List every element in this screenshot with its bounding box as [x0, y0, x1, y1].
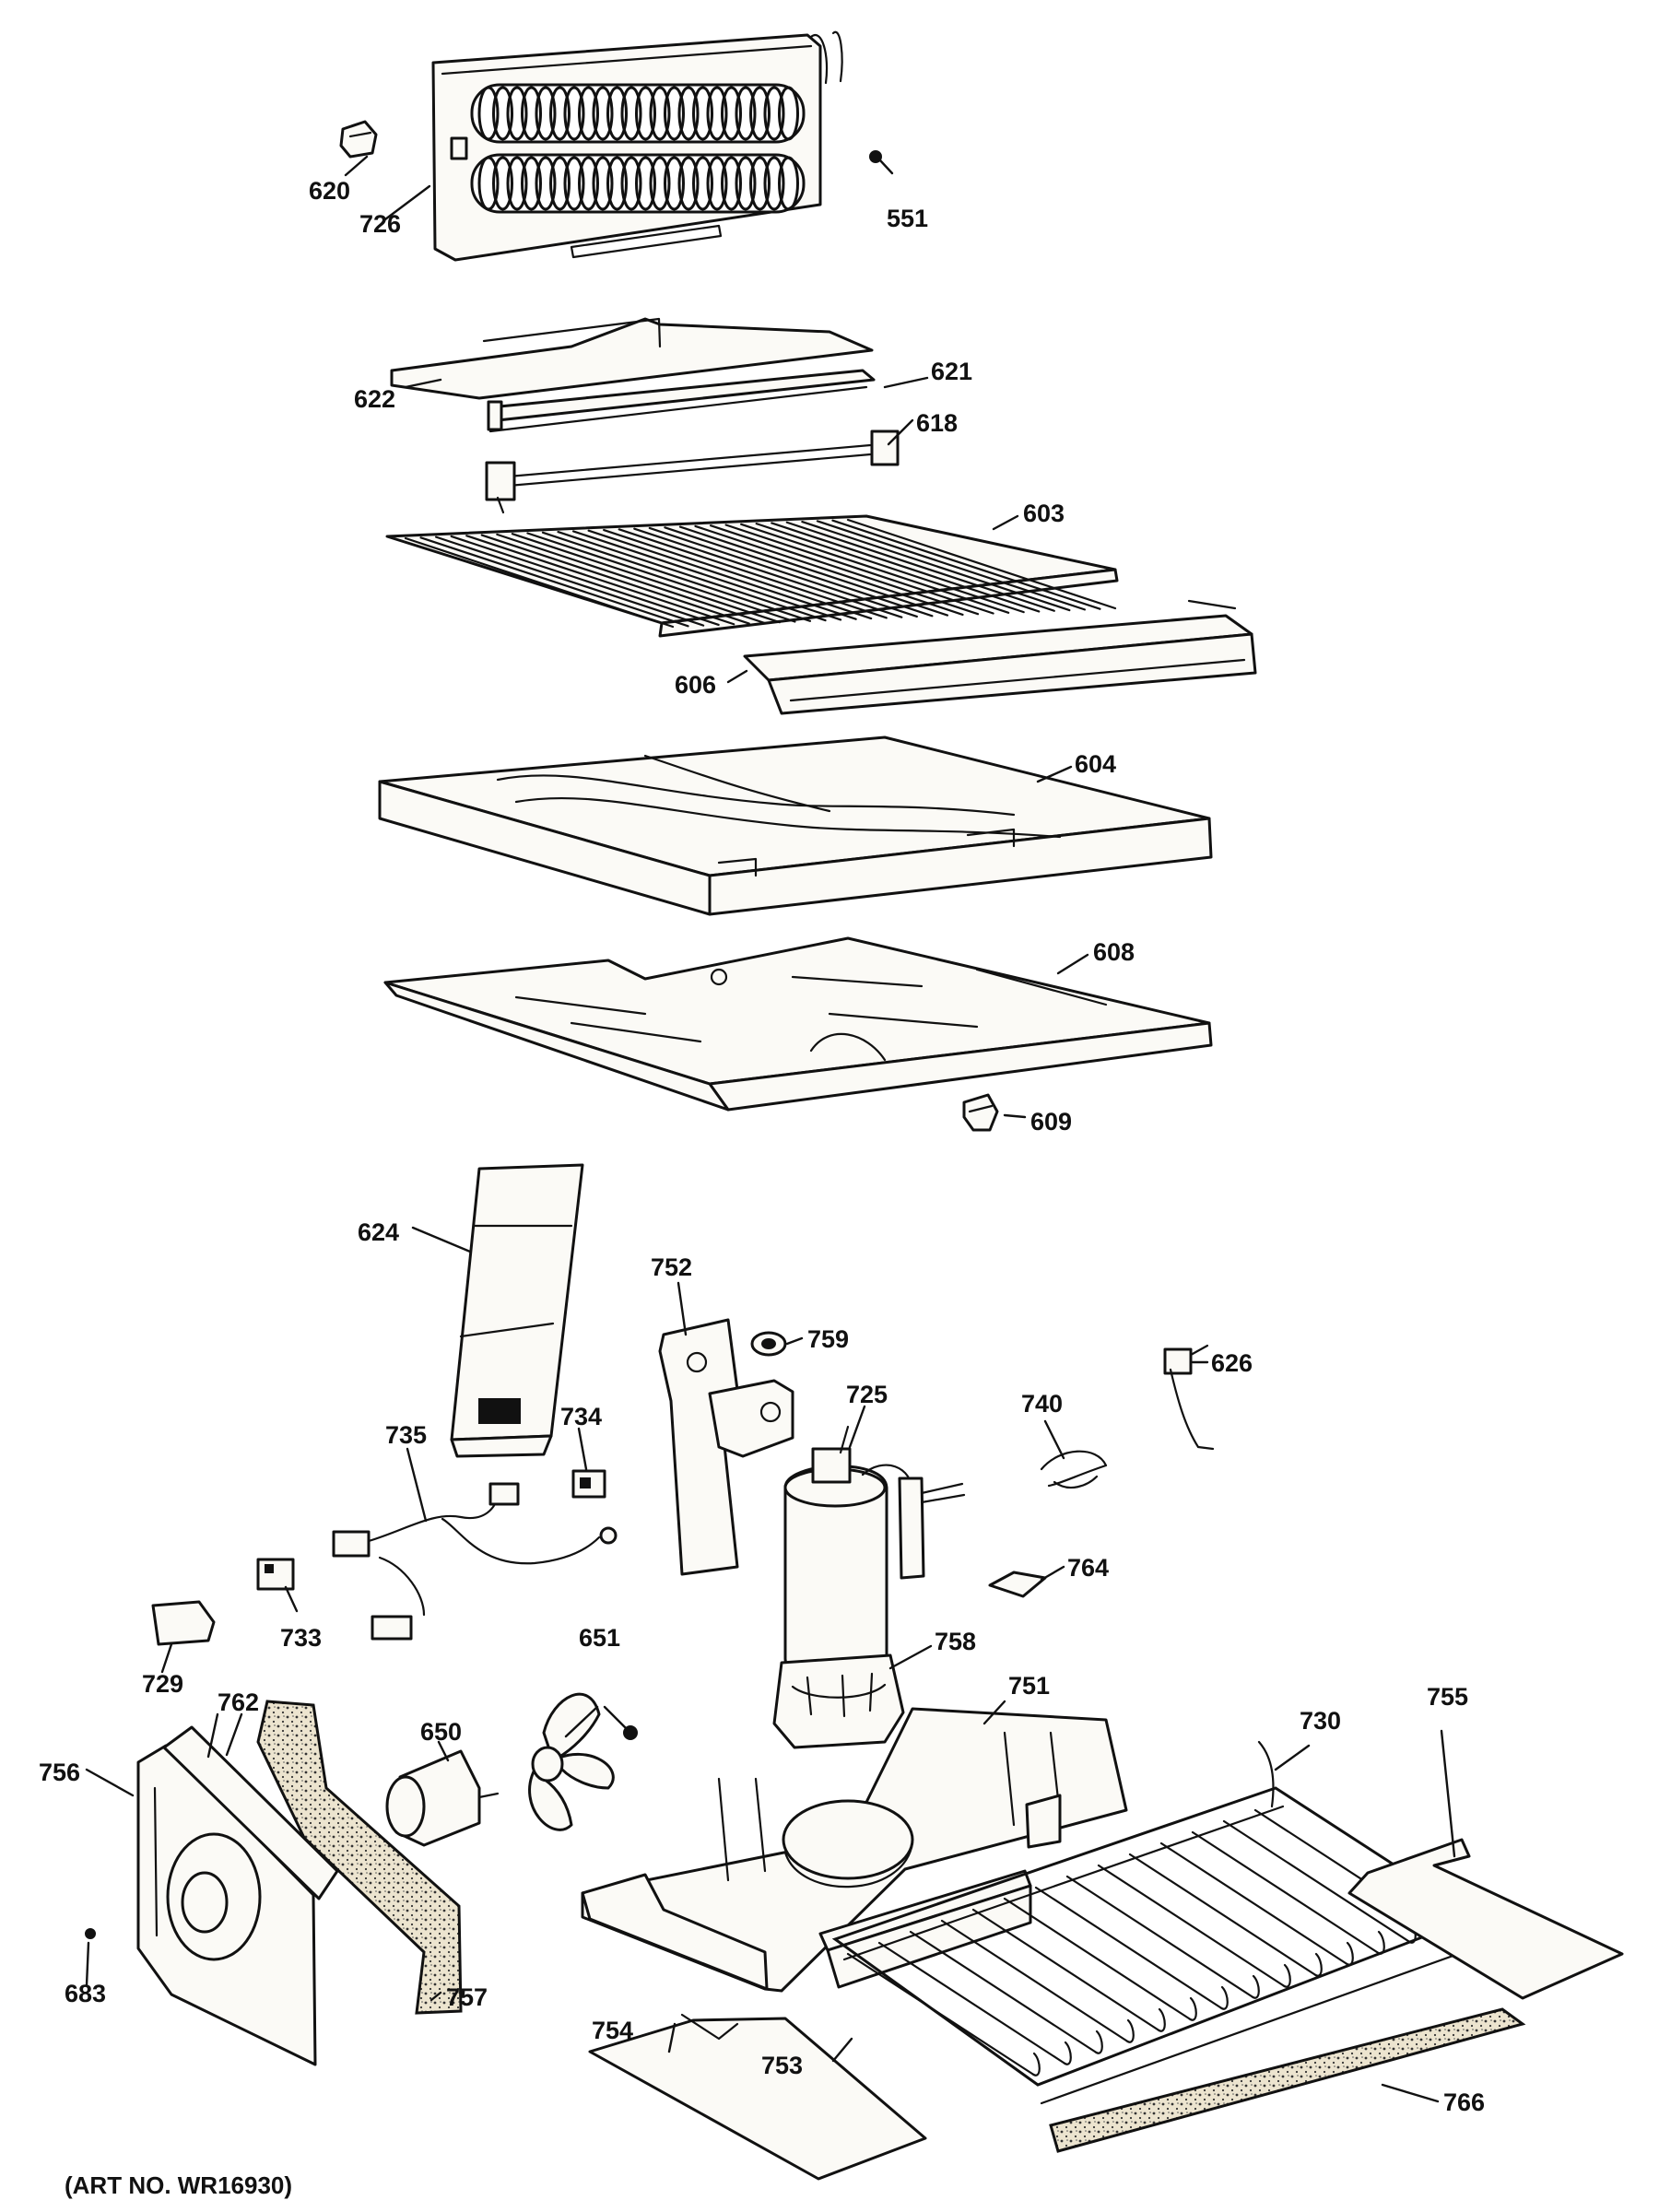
label-762: 762 [218, 1688, 259, 1716]
label-618: 618 [916, 409, 958, 437]
label-756: 756 [39, 1759, 80, 1786]
label-551: 551 [887, 205, 928, 232]
label-758: 758 [935, 1628, 976, 1655]
label-757: 757 [446, 1983, 488, 2011]
label-754: 754 [592, 2017, 633, 2044]
label-725: 725 [846, 1381, 888, 1408]
evaporator-coil-726 [431, 30, 843, 262]
defrost-heater-618 [485, 429, 900, 514]
pad-755 [1347, 1838, 1624, 2000]
label-621: 621 [931, 358, 972, 385]
base-pan-751 [581, 1707, 1128, 1993]
grommet-759 [750, 1331, 787, 1357]
label-624: 624 [358, 1218, 399, 1246]
label-606: 606 [675, 671, 716, 699]
label-620: 620 [309, 177, 350, 205]
grille-603 [385, 514, 1119, 638]
power-cord-626 [1163, 1344, 1215, 1451]
fastener-609 [962, 1093, 999, 1132]
fan-shroud-756 [136, 1744, 317, 2066]
label-626: 626 [1211, 1349, 1253, 1377]
air-duct-624 [450, 1163, 584, 1458]
label-733: 733 [280, 1624, 322, 1652]
cover-plate-622 [390, 317, 874, 400]
clip-740 [1040, 1450, 1108, 1489]
fan-blade-651 [528, 1692, 638, 1831]
bottom-pan-608 [383, 936, 1213, 1112]
label-608: 608 [1093, 938, 1135, 966]
label-753: 753 [761, 2052, 803, 2079]
label-730: 730 [1300, 1707, 1341, 1735]
front-trim-606 [743, 599, 1257, 715]
screw-683 [85, 1928, 96, 1939]
switch-733 [256, 1558, 295, 1591]
bracket-621 [487, 369, 876, 433]
label-726: 726 [359, 210, 401, 238]
label-734: 734 [560, 1403, 602, 1430]
label-759: 759 [807, 1325, 849, 1353]
label-729: 729 [142, 1670, 183, 1698]
compressor-725 [783, 1425, 966, 1677]
label-609: 609 [1030, 1108, 1072, 1135]
bracket-764 [988, 1571, 1047, 1598]
art-number: (ART NO. WR16930) [65, 2171, 292, 2199]
compressor-bracket-752 [658, 1318, 794, 1576]
label-755: 755 [1427, 1683, 1468, 1711]
label-751: 751 [1008, 1672, 1050, 1700]
grommet-620 [339, 120, 378, 159]
label-740: 740 [1021, 1390, 1063, 1418]
compressor-base-758 [772, 1653, 905, 1749]
insulation-766 [1049, 2007, 1526, 2153]
label-764: 764 [1067, 1554, 1109, 1582]
callout-labels: 620 726 551 622 621 618 603 606 604 608 … [39, 177, 1485, 2199]
divider-pan-604 [378, 735, 1213, 916]
connector-734 [571, 1469, 606, 1499]
wire-harness-735 [332, 1482, 618, 1641]
label-735: 735 [385, 1421, 427, 1449]
pad-754 [588, 2013, 927, 2181]
screw-551 [869, 150, 894, 175]
label-650: 650 [420, 1718, 462, 1746]
label-604: 604 [1075, 750, 1116, 778]
capacitor-729 [151, 1600, 216, 1646]
leader-lines [85, 155, 1456, 2103]
fan-motor-650 [385, 1749, 500, 1847]
foam-gasket-757 [256, 1700, 463, 2015]
label-752: 752 [651, 1253, 692, 1281]
label-683: 683 [65, 1980, 106, 2007]
label-622: 622 [354, 385, 395, 413]
label-651: 651 [579, 1624, 620, 1652]
label-766: 766 [1443, 2088, 1485, 2116]
label-603: 603 [1023, 500, 1065, 527]
